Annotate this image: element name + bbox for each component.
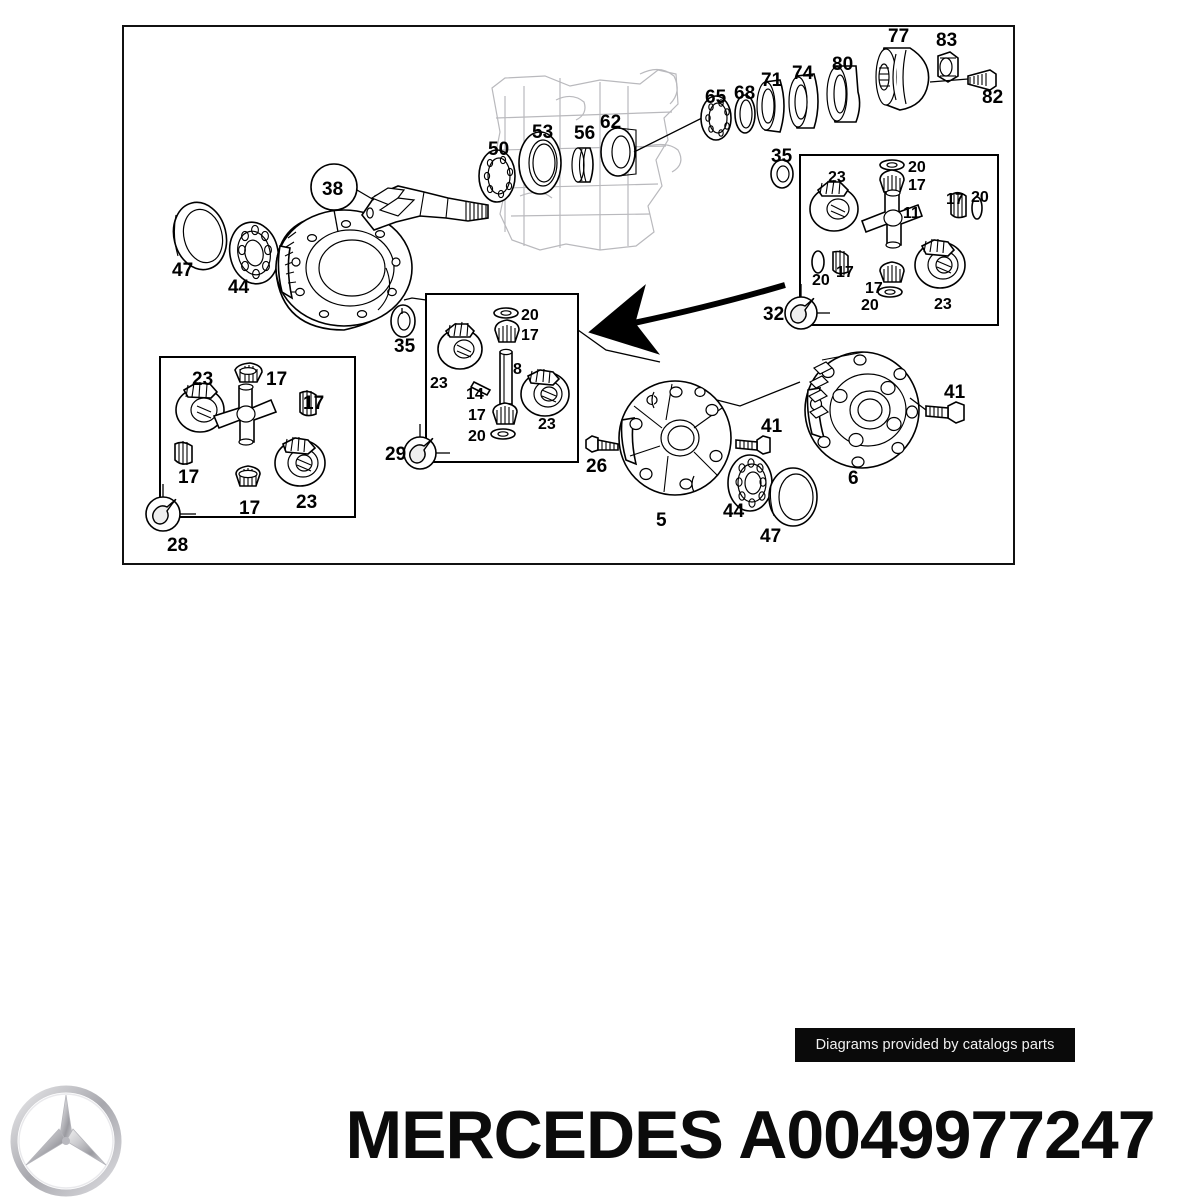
inset-box-center [425,293,579,463]
callout-65: 65 [705,87,727,108]
callout-80: 80 [832,54,853,75]
inset-right-label-20c: 20 [812,272,830,289]
special-tool-28-icon [145,484,196,532]
differential-case-half-5 [618,380,732,496]
inset-center-label-23a: 23 [430,375,448,392]
callout-28: 28 [167,535,188,556]
callout-82: 82 [982,87,1003,108]
thrust-washer-35-left [390,304,416,338]
inset-box-right [799,154,999,326]
inset-left-label-17a: 17 [266,369,287,390]
spacer-sleeve-56 [571,147,594,183]
callout-5: 5 [656,510,667,531]
callout-32: 32 [763,304,784,325]
case-bolt-41-right [909,397,965,424]
mercedes-benz-star-logo [10,1085,122,1197]
inset-center-label-14: 14 [466,386,484,403]
drive-pinion-shaft [361,185,489,231]
oil-slinger-71 [756,79,785,133]
inset-right-label-17a: 17 [908,177,926,194]
callout-68: 68 [734,83,755,104]
callout-41-left: 41 [761,416,783,437]
special-tool-29-icon [403,424,450,470]
inset-right-label-23a: 23 [828,169,846,186]
page-title: MERCEDES A0049977247 [0,1096,1200,1174]
inset-reference-arrow [588,282,786,355]
thrust-washer-35-right [770,159,794,189]
callout-29: 29 [385,444,406,465]
inset-center-label-17b: 17 [468,407,486,424]
inset-left-label-17c: 17 [178,467,199,488]
tapered-roller-bearing-44-left [228,221,280,285]
inset-left-label-17b: 17 [303,393,324,414]
drive-flange-77 [875,47,930,111]
inset-left-label-23b: 23 [296,492,317,513]
inset-center-contents [437,307,570,440]
pinion-shim-53 [518,131,562,195]
pinion-bearing-65 [700,95,732,141]
callout-83: 83 [936,30,957,51]
inset-center-label-20b: 20 [468,428,486,445]
inset-right-label-17d: 17 [865,280,883,297]
inset-right-label-17b: 17 [946,191,964,208]
callout-77: 77 [888,26,909,47]
collar-nut-83 [937,51,959,83]
callout-44-right: 44 [723,501,745,522]
watermark-badge: Diagrams provided by catalogs parts [795,1028,1075,1062]
flange-bolt-82 [929,69,997,91]
inset-right-label-11: 11 [903,205,920,222]
callout-74: 74 [792,63,814,84]
dust-cover-80 [826,65,861,123]
callout-53: 53 [532,122,553,143]
inset-left-label-17d: 17 [239,498,260,519]
callout-44-left: 44 [228,277,250,298]
callout-38-bubble [310,163,375,233]
inset-right-label-23b: 23 [934,296,952,313]
leader-62 [633,112,713,153]
leader-35-to-inset [403,297,427,301]
inset-center-label-17a: 17 [521,327,539,344]
inset-right-contents [809,159,983,298]
crown-wheel-ring-gear [275,209,413,331]
inset-box-left [159,356,356,518]
inset-right-label-20d: 20 [861,297,879,314]
shim-washer-68 [734,94,756,134]
inset-right-label-20a: 20 [908,159,926,176]
callout-38: 38 [322,179,343,200]
callout-47-right: 47 [760,526,781,547]
collapsible-spacer-62 [600,127,637,177]
inset-right-label-20b: 20 [971,189,989,206]
watermark-text: Diagrams provided by catalogs parts [815,1037,1055,1053]
pinion-bearing-50 [478,149,516,203]
page-title-text: MERCEDES A0049977247 [345,1097,1155,1173]
inset-center-label-23b: 23 [538,416,556,433]
callout-6: 6 [848,468,859,489]
inset-left-label-23a: 23 [192,369,213,390]
inset-left-contents [174,362,326,487]
callout-41-right: 41 [944,382,966,403]
radial-shaft-seal-74 [788,73,819,129]
inset-right-label-17c: 17 [836,264,854,281]
differential-case-half-6 [804,351,920,469]
callout-50: 50 [488,139,509,160]
callout-71: 71 [761,70,783,91]
special-tool-32-icon [784,284,830,330]
case-bolt-26 [585,435,619,453]
callout-26: 26 [586,456,607,477]
shim-ring-47-right [768,467,818,527]
inset-center-label-20a: 20 [521,307,539,324]
inset-center-label-8: 8 [513,361,522,378]
shim-ring-47-left [172,201,228,271]
callout-35-right: 35 [771,146,793,167]
case-bolt-41-left [735,435,771,455]
callout-56: 56 [574,123,595,144]
callout-47-left: 47 [172,260,193,281]
callout-62: 62 [600,112,621,133]
leader-center-inset [577,329,661,363]
callout-35-left: 35 [394,336,416,357]
